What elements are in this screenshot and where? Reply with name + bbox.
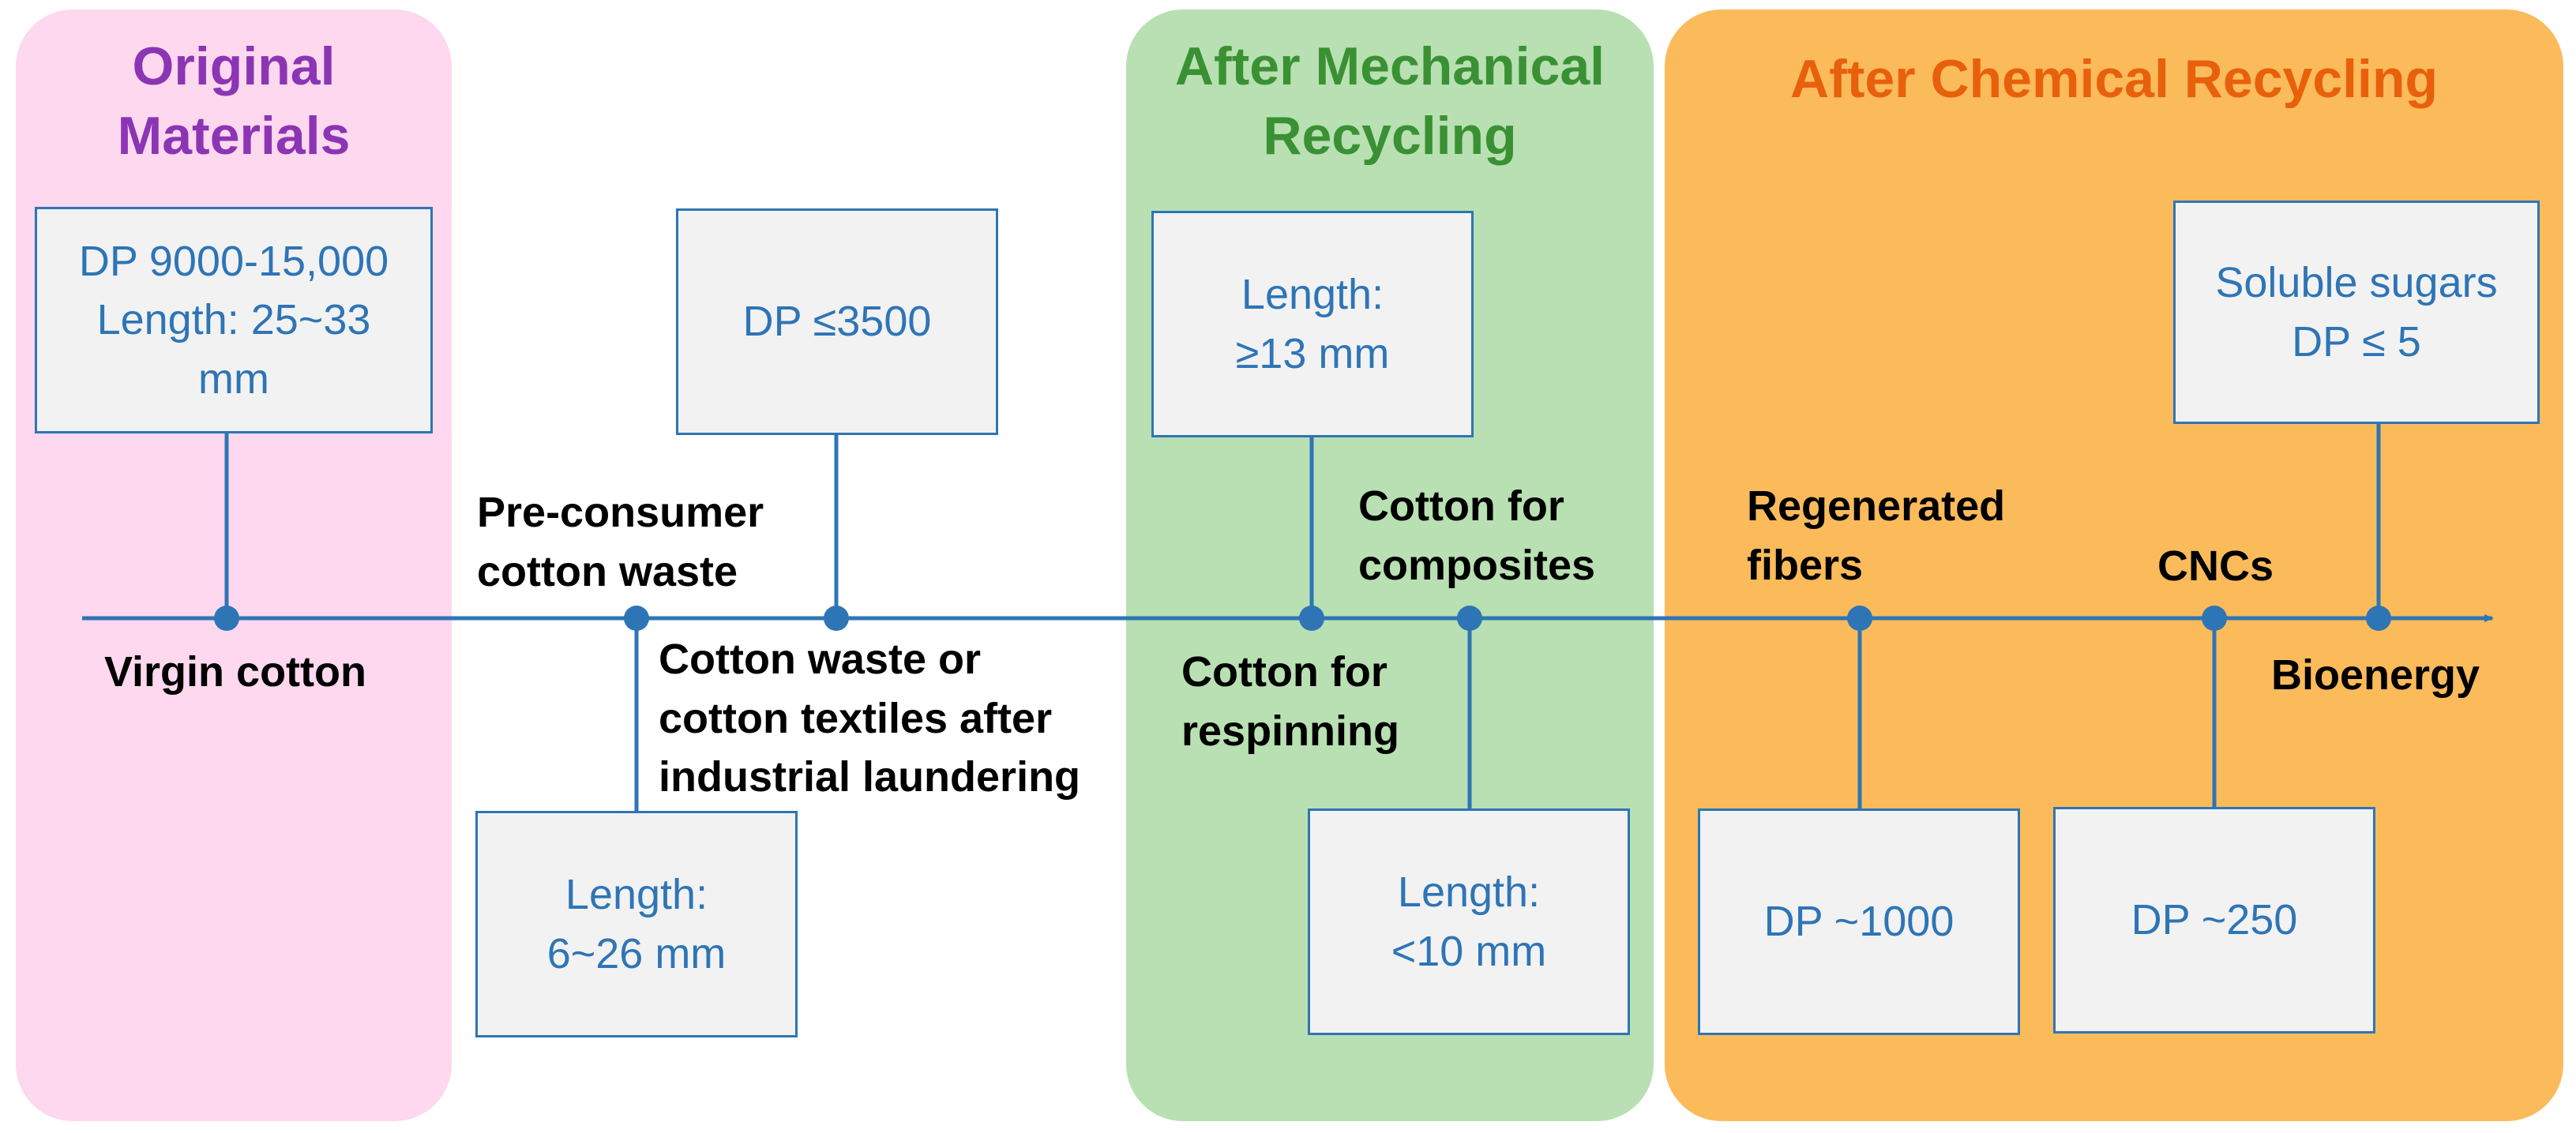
label-virgin-cotton: Virgin cotton [104,648,366,696]
box-virgin-cotton: DP 9000-15,000 Length: 25~33 mm [35,207,433,433]
region-original: Original Materials [16,9,452,1121]
label-cncs: CNCs [2157,542,2274,590]
box-composites: Length: <10 mm [1308,808,1630,1035]
box-respinning: Length: ≥13 mm [1151,211,1474,437]
box-bioenergy: Soluble sugars DP ≤ 5 [2173,201,2540,424]
box-pre-consumer: Length: 6~26 mm [475,811,798,1037]
node-pre-consumer [624,606,649,631]
node-after-laundering [824,606,849,631]
node-bioenergy [2366,606,2391,631]
label-pre-consumer: Pre-consumer cotton waste [477,489,764,595]
label-respinning: Cotton for respinning [1181,648,1400,755]
label-after-laundering: Cotton waste or cotton textiles after in… [659,636,1081,801]
node-virgin-cotton [214,606,239,631]
box-cncs: DP ~250 [2053,807,2375,1034]
box-regenerated-fibers: DP ~1000 [1698,808,2020,1035]
region-title-chemical: After Chemical Recycling [1789,49,2439,109]
label-bioenergy: Bioenergy [2271,651,2480,699]
box-after-laundering: DP ≤3500 [676,208,998,435]
node-composites [1457,606,1482,631]
node-cncs [2202,606,2227,631]
label-composites: Cotton for composites [1358,482,1596,589]
region-title-original: Original Materials [117,36,351,167]
node-regenerated-fibers [1847,606,1872,631]
label-regenerated-fibers: Regenerated fibers [1747,482,2006,589]
region-title-mechanical: After Mechanical Recycling [1174,36,1605,167]
node-respinning [1299,606,1324,631]
